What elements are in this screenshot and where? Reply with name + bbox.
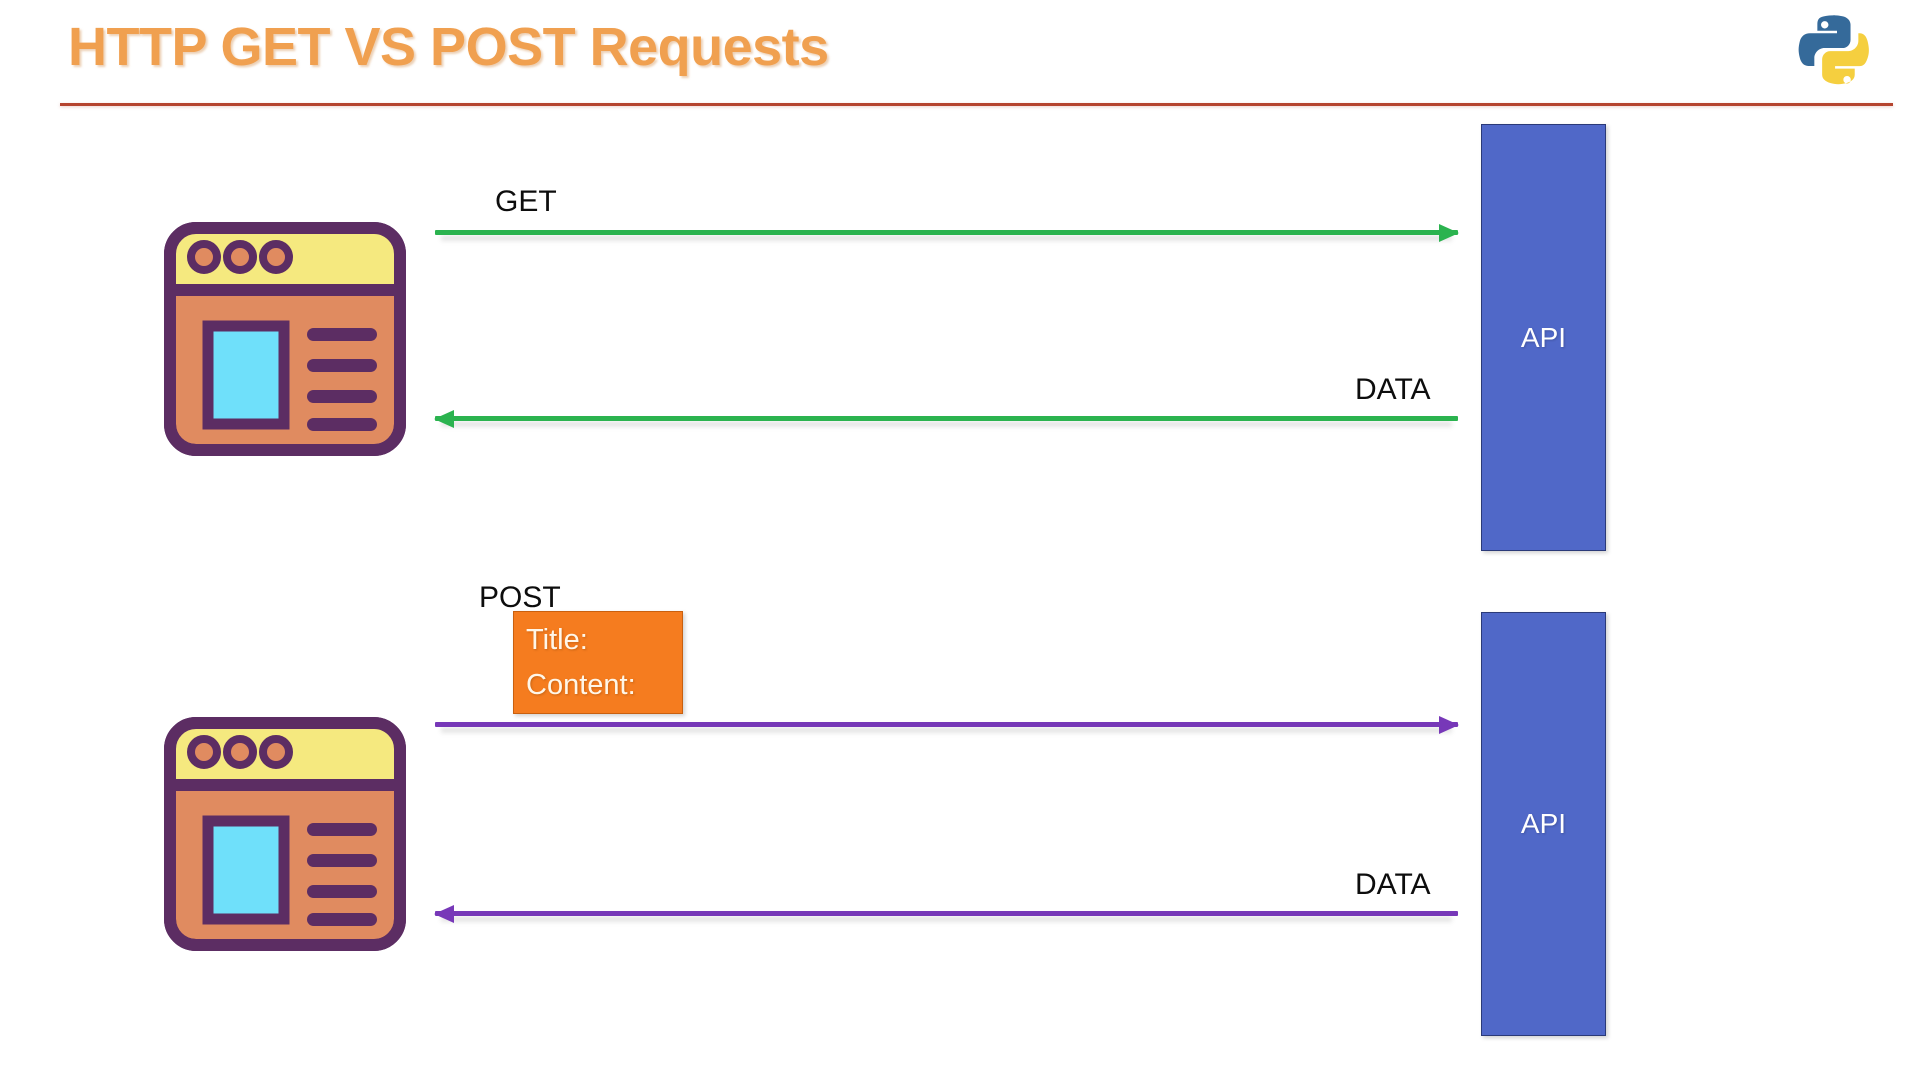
arrow-head-left-icon <box>434 410 454 428</box>
get-request-label: GET <box>495 185 557 218</box>
page-title: HTTP GET VS POST Requests <box>68 17 829 77</box>
arrow-shaft <box>435 230 1458 235</box>
browser-window-icon <box>164 222 406 456</box>
arrow-shadow <box>441 728 1452 735</box>
api-endpoint-box-post: API <box>1481 612 1606 1036</box>
arrow-shaft <box>435 722 1458 727</box>
arrow-head-right-icon <box>1439 224 1459 242</box>
arrow-shadow <box>441 422 1452 429</box>
get-request-arrow <box>435 222 1459 243</box>
arrow-shadow <box>441 236 1452 243</box>
arrow-head-left-icon <box>434 905 454 923</box>
arrow-shaft <box>435 911 1458 916</box>
payload-field-content: Content: <box>526 669 636 701</box>
get-response-label: DATA <box>1355 373 1431 406</box>
arrow-shadow <box>441 917 1452 924</box>
post-request-label: POST <box>479 581 561 614</box>
post-payload-box: Title: Content: <box>513 611 683 714</box>
arrow-shaft <box>435 416 1458 421</box>
python-logo <box>1794 10 1878 94</box>
post-response-label: DATA <box>1355 868 1431 901</box>
title-underline-rule <box>60 103 1893 106</box>
get-response-arrow <box>434 408 1458 429</box>
browser-window-icon <box>164 717 406 951</box>
payload-field-title: Title: <box>526 624 588 656</box>
post-request-arrow <box>435 714 1459 735</box>
arrow-head-right-icon <box>1439 716 1459 734</box>
post-response-arrow <box>434 903 1458 924</box>
api-endpoint-box-get: API <box>1481 124 1606 551</box>
